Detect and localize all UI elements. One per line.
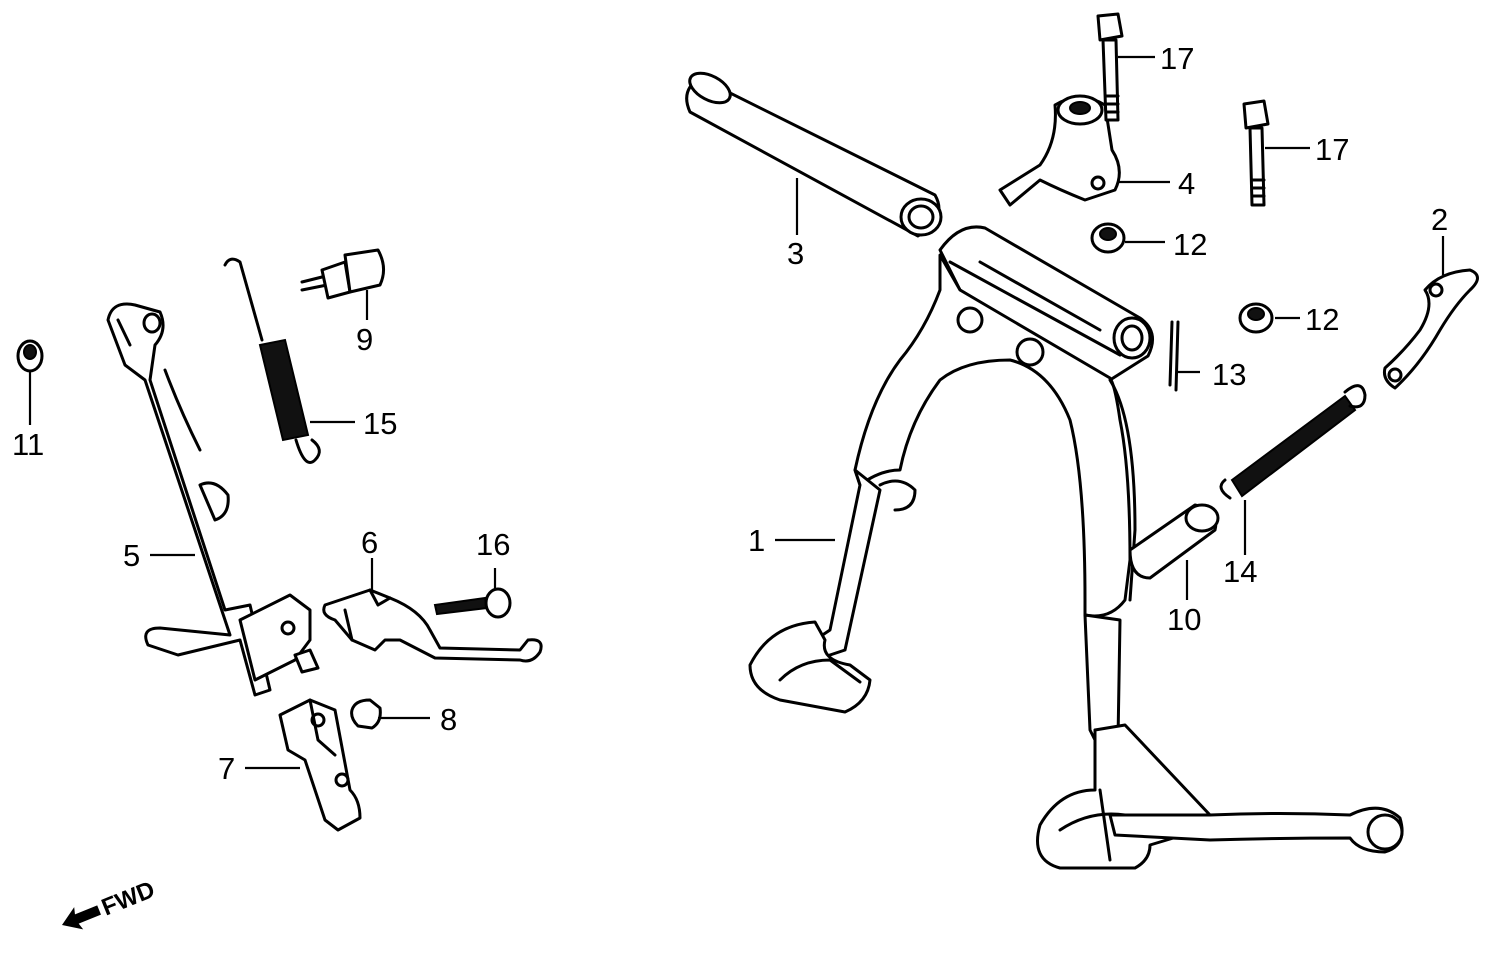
callout-8: 8 bbox=[440, 702, 457, 737]
part-6-bracket bbox=[322, 588, 543, 663]
callout-7: 7 bbox=[218, 751, 235, 786]
callout-12-upper: 12 bbox=[1173, 227, 1207, 262]
callout-2: 2 bbox=[1431, 202, 1448, 237]
part-10-collar bbox=[1128, 503, 1220, 580]
part-4-stopper-bracket bbox=[998, 94, 1121, 207]
callout-17-lower: 17 bbox=[1315, 132, 1349, 167]
fwd-label: FWD bbox=[98, 876, 159, 922]
part-9-pivot-bolt bbox=[300, 248, 385, 300]
arrow-left-down-icon bbox=[62, 905, 101, 930]
callout-3: 3 bbox=[787, 236, 804, 271]
part-12-nut-lower bbox=[1238, 302, 1274, 334]
part-11-nut bbox=[16, 339, 44, 373]
fwd-indicator: FWD bbox=[62, 876, 159, 930]
callout-10: 10 bbox=[1167, 602, 1201, 637]
part-8-collar bbox=[350, 698, 382, 730]
part-7-side-stand-rubber bbox=[278, 698, 362, 832]
part-13-cotter-pin bbox=[1168, 320, 1180, 392]
callout-15: 15 bbox=[363, 406, 397, 441]
callout-1: 1 bbox=[748, 523, 765, 558]
part-17-bolt-lower bbox=[1242, 99, 1270, 207]
part-16-bolt bbox=[433, 587, 512, 619]
callout-4: 4 bbox=[1178, 166, 1195, 201]
callout-11: 11 bbox=[12, 427, 44, 462]
callout-17-upper: 17 bbox=[1160, 41, 1194, 76]
callout-14: 14 bbox=[1223, 554, 1257, 589]
part-14-spring bbox=[1219, 384, 1367, 500]
callout-13: 13 bbox=[1212, 357, 1246, 392]
callout-6: 6 bbox=[361, 525, 378, 560]
callout-labels: 1 2 3 4 5 6 7 8 9 10 11 12 12 13 14 15 1… bbox=[12, 41, 1448, 786]
callout-16: 16 bbox=[476, 527, 510, 562]
part-2-spring-hook-plate bbox=[1383, 268, 1479, 390]
part-5-side-stand bbox=[106, 302, 320, 697]
part-15-spring bbox=[223, 257, 321, 464]
part-12-nut-upper bbox=[1090, 222, 1126, 254]
part-3-pivot-pipe bbox=[685, 71, 943, 238]
callout-5: 5 bbox=[123, 538, 140, 573]
part-17-bolt-upper bbox=[1096, 12, 1124, 122]
part-1-main-stand bbox=[748, 225, 1404, 870]
callout-12-lower: 12 bbox=[1305, 302, 1339, 337]
leader-lines bbox=[28, 55, 1445, 770]
callout-9: 9 bbox=[356, 322, 373, 357]
